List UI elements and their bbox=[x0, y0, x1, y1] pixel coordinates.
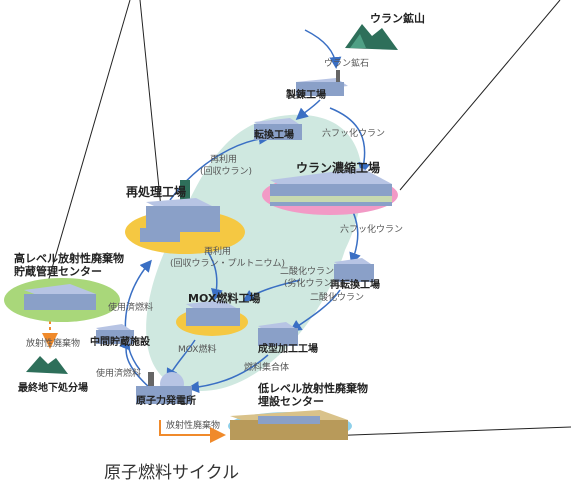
flow-recycle-uranium-1: 再利用 bbox=[210, 153, 237, 165]
mox-building-icon bbox=[186, 300, 240, 326]
leader-line-llw bbox=[324, 426, 571, 437]
final-disposal-icon bbox=[26, 356, 68, 374]
arrow-fabrication-to-plant bbox=[187, 354, 269, 394]
flow-depleted-2: (劣化ウラン) bbox=[284, 277, 336, 289]
enrichment-building-icon bbox=[270, 168, 392, 206]
arrow-refinery-to-conversion bbox=[295, 99, 321, 120]
flow-recycle-pu-2: (回収ウラン・プルトニウム) bbox=[170, 257, 285, 269]
label-reprocessing: 再処理工場 bbox=[126, 184, 186, 199]
power-plant-icon bbox=[136, 372, 192, 404]
label-hlw-line1: 高レベル放射性廃棄物 bbox=[14, 251, 124, 265]
flow-uranium-ore: ウラン鉱石 bbox=[324, 57, 369, 69]
label-final-disposal: 最終地下処分場 bbox=[18, 381, 88, 394]
flow-uf6-2: 六フッ化ウラン bbox=[340, 223, 403, 235]
refinery-building-icon bbox=[296, 70, 348, 96]
label-llw-line1: 低レベル放射性廃棄物 bbox=[257, 381, 368, 395]
flow-recycle-pu-1: 再利用 bbox=[204, 245, 231, 257]
reprocessing-building-icon bbox=[140, 180, 220, 242]
leader-line-reprocessing bbox=[139, 0, 163, 219]
leader-line-enrichment bbox=[399, 0, 561, 191]
fabrication-building-icon bbox=[258, 322, 298, 346]
reconversion-building-icon bbox=[334, 258, 374, 282]
label-enrichment: ウラン濃縮工場 bbox=[296, 160, 380, 175]
label-uranium-mine: ウラン鉱山 bbox=[370, 11, 425, 25]
mine-icon bbox=[345, 24, 398, 50]
label-reconversion: 再転換工場 bbox=[330, 278, 380, 291]
flow-uf6-1: 六フッ化ウラン bbox=[322, 127, 385, 139]
flow-radioactive-waste-1: 放射性廃棄物 bbox=[26, 337, 80, 349]
arrow-mine-to-refinery bbox=[304, 29, 342, 69]
label-hlw-line2: 貯蔵管理センター bbox=[14, 264, 102, 278]
conversion-building-icon bbox=[254, 118, 302, 140]
arrow-reconversion-to-fabrication bbox=[289, 289, 341, 332]
flow-spent-fuel-1: 使用済燃料 bbox=[108, 301, 153, 313]
arrow-depleted-uranium bbox=[242, 279, 301, 302]
arrow-conversion-to-enrichment bbox=[329, 107, 371, 175]
flow-recycle-uranium-2: (回収ウラン) bbox=[200, 165, 252, 177]
leader-lines bbox=[47, 0, 571, 437]
flow-fuel-assembly: 燃料集合体 bbox=[244, 361, 289, 373]
flow-labels: ウラン鉱石 六フッ化ウラン 六フッ化ウラン 二酸化ウラン 燃料集合体 再利用 (… bbox=[26, 57, 403, 431]
label-llw-line2: 埋設センター bbox=[258, 394, 324, 408]
label-mox-plant: MOX燃料工場 bbox=[188, 291, 260, 305]
leader-line-hlw bbox=[47, 0, 131, 283]
flow-spent-fuel-2: 使用済燃料 bbox=[96, 367, 141, 379]
label-power-plant: 原子力発電所 bbox=[136, 394, 196, 407]
flow-uo2: 二酸化ウラン bbox=[310, 291, 364, 303]
waste-arrows bbox=[42, 315, 226, 443]
flow-depleted-1: 二酸化ウラン bbox=[280, 265, 334, 277]
flow-radioactive-waste-2: 放射性廃棄物 bbox=[166, 419, 220, 431]
facility-labels: ウラン鉱山 製錬工場 転換工場 ウラン濃縮工場 再処理工場 高レベル放射性廃棄物… bbox=[14, 11, 425, 408]
label-interim-storage: 中間貯蔵施設 bbox=[90, 335, 151, 348]
flow-mox-fuel: MOX燃料 bbox=[178, 343, 216, 355]
hlw-building-icon bbox=[24, 284, 96, 310]
interim-storage-building-icon bbox=[96, 324, 134, 344]
llw-building-icon bbox=[230, 410, 348, 440]
arrow-plant-to-reprocessing bbox=[124, 259, 152, 371]
label-refinery: 製錬工場 bbox=[285, 88, 326, 101]
diagram-caption: 原子燃料サイクル bbox=[104, 463, 240, 483]
label-fuel-fabrication: 成型加工工場 bbox=[258, 342, 318, 355]
label-conversion: 転換工場 bbox=[254, 128, 294, 141]
arrow-plant-to-llw bbox=[159, 420, 226, 443]
